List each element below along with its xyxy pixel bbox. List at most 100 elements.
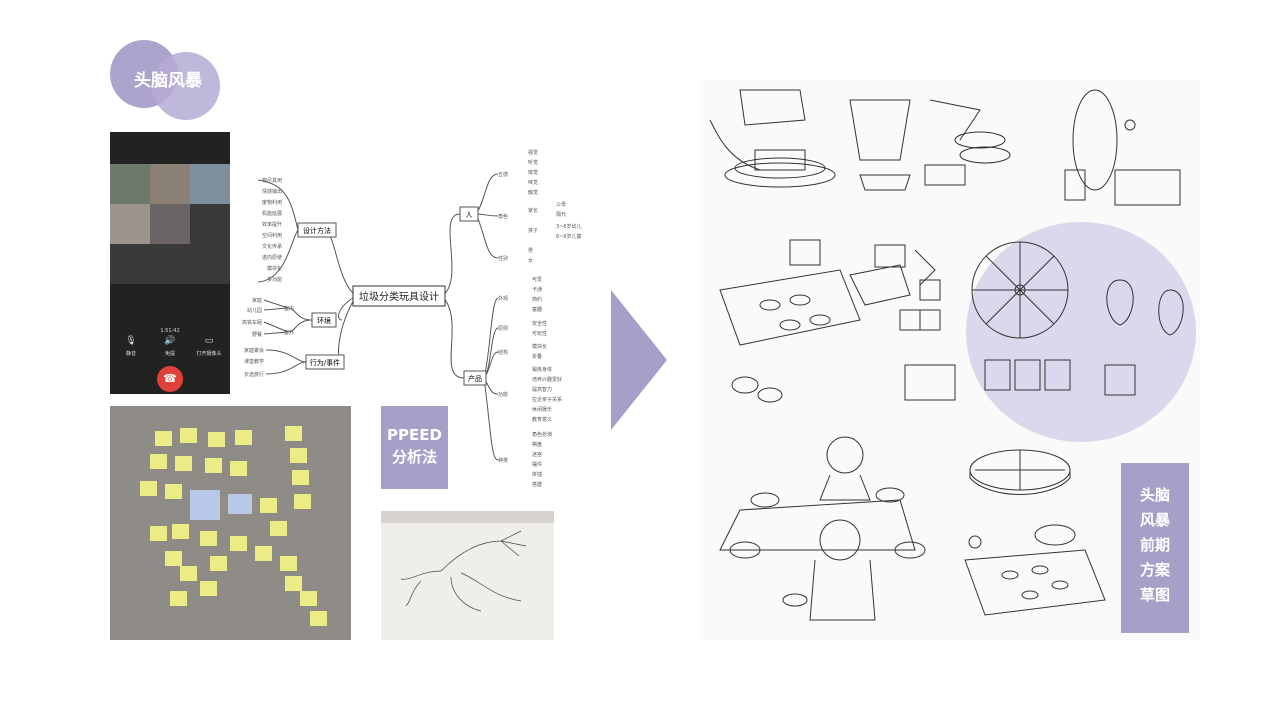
speaker-icon[interactable]: 🔊	[164, 336, 176, 346]
video-tile	[190, 244, 230, 284]
speaker-label: 免提	[164, 351, 175, 357]
mic-icon[interactable]: 🎙	[125, 336, 137, 346]
leaf: 可玩性	[532, 330, 547, 337]
leaf: 野餐	[252, 331, 262, 338]
video-tile	[110, 204, 150, 244]
mute-label: 静音	[125, 351, 136, 357]
branch-people: 人	[466, 211, 473, 219]
leaf: 情感输出	[262, 188, 282, 195]
video-tile	[150, 204, 190, 244]
leaf: 拼插	[532, 471, 542, 478]
leaf: 味觉	[528, 179, 538, 186]
leaf: 空间利用	[262, 232, 282, 239]
leaf: 效率提升	[262, 221, 282, 228]
video-tile	[110, 244, 150, 284]
camera-icon[interactable]: ▭	[204, 336, 214, 346]
branch-behavior: 行为/事件	[310, 358, 340, 367]
arrow-right-icon	[611, 290, 667, 430]
leaf: 文化传承	[262, 243, 282, 250]
mindmap: 垃圾分类玩具设计 设计方法 环境 行为/事件 物尽其用 情感输出 废物利用 机能…	[242, 149, 582, 488]
sketch-badge-line-3: 前期	[1139, 536, 1170, 554]
title-circle-2	[152, 52, 220, 120]
sub-branch: 原则	[498, 325, 508, 332]
video-call-screenshot: 1:51:42 🎙 🔊 ▭ 静音 免提 打开摄像头 ☎	[110, 132, 230, 394]
mindmap-center: 垃圾分类玩具设计	[359, 290, 439, 303]
leaf: 卡通	[532, 286, 542, 293]
video-tile	[190, 204, 230, 244]
sub-branch: 室内	[284, 305, 294, 312]
leaf: 模块化	[267, 265, 282, 272]
leaf: 简约	[532, 296, 542, 303]
leaf: 搭建	[532, 481, 542, 488]
sketch-badge: 头脑 风暴 前期 方案 草图	[1121, 463, 1189, 633]
leaf: 男	[528, 248, 533, 254]
leaf: 机能延展	[262, 210, 282, 217]
video-tile	[110, 164, 150, 204]
sub-branch: 角色	[498, 213, 508, 220]
leaf: 诺内原使	[262, 254, 282, 261]
leaf: 锻炼身体	[532, 366, 552, 373]
leaf: 父母	[556, 202, 566, 208]
sketch-drawings	[709, 89, 1184, 621]
sub-branch: 室外	[284, 329, 294, 336]
leaf: 家庭	[252, 297, 262, 304]
leaf: 摆件	[532, 461, 542, 468]
leaf: 物尽其用	[262, 177, 282, 184]
leaf: 幼儿园	[247, 307, 262, 314]
sub-branch: 结构	[498, 349, 508, 356]
camera-label: 打开摄像头	[196, 351, 222, 357]
sketch-badge-line-4: 方案	[1139, 561, 1170, 579]
video-tile	[150, 164, 190, 204]
leaf: 角色扮演	[532, 431, 552, 438]
leaf: 迷宫	[532, 451, 542, 458]
leaf: 触觉	[528, 189, 538, 196]
leaf: 听觉	[528, 159, 538, 166]
leaf: 6~9岁儿童	[556, 233, 582, 240]
page-title: 头脑风暴	[134, 71, 202, 91]
sub-branch: 性别	[498, 255, 508, 262]
branch-design-method: 设计方法	[303, 226, 331, 235]
leaf: 教育意义	[532, 416, 552, 423]
sub-branch: 五感	[498, 171, 508, 178]
call-time: 1:51:42	[160, 328, 180, 334]
leaf: 女	[528, 257, 533, 264]
ppeed-line-2: 分析法	[391, 448, 437, 466]
branch-product: 产品	[468, 374, 482, 383]
leaf: 提高智力	[532, 386, 552, 393]
leaf: 孩子	[528, 227, 538, 234]
leaf: 安全性	[532, 320, 547, 327]
leaf: 培养兴趣爱好	[532, 376, 562, 383]
leaf: 废物利用	[262, 199, 282, 206]
leaf: 多功能	[267, 276, 282, 283]
paper-mindmap-photo	[381, 511, 554, 640]
sketch-badge-line-5: 草图	[1139, 586, 1170, 604]
leaf: 童趣	[532, 306, 542, 313]
branch-environment: 环境	[317, 316, 331, 325]
sub-branch: 种类	[498, 457, 508, 464]
leaf: 折叠	[532, 353, 542, 360]
leaf: 模块化	[532, 343, 547, 350]
ppeed-line-1: PPEED	[387, 426, 442, 444]
leaf: 长途旅行	[244, 371, 264, 378]
leaf: 可爱	[532, 276, 542, 283]
sketch-highlight	[966, 222, 1196, 442]
leaf: 隔代	[556, 211, 566, 218]
leaf: 家长	[528, 207, 538, 214]
leaf: 课堂教学	[244, 358, 264, 365]
hangup-button[interactable]: ☎	[157, 366, 183, 392]
leaf: 棋盘	[532, 441, 542, 448]
leaf: 视觉	[528, 149, 538, 156]
ppeed-badge: PPEED 分析法	[381, 406, 448, 489]
leaf: 休闲娱乐	[532, 406, 552, 413]
sticky-note-wall-photo	[110, 406, 351, 640]
sub-branch: 外观	[498, 295, 508, 302]
leaf: 高铁车厢	[242, 319, 262, 326]
sketch-badge-line-2: 风暴	[1139, 511, 1170, 529]
sub-branch: 功能	[498, 391, 508, 398]
video-tile	[150, 244, 190, 284]
leaf: 家庭聚会	[244, 347, 264, 354]
leaf: 3~6岁幼儿	[556, 223, 582, 230]
leaf: 拉近亲子关系	[532, 396, 562, 403]
leaf: 嗅觉	[528, 169, 538, 176]
video-tile	[190, 164, 230, 204]
